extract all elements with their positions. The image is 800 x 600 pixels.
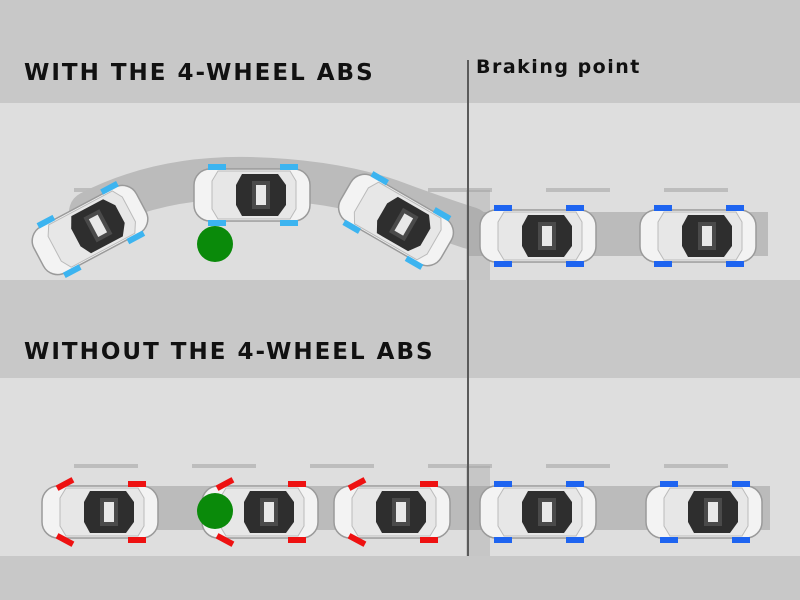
car-with-abs-4 [479,205,597,267]
tire-set [654,205,744,267]
car-with-abs-5 [639,205,757,267]
tire-set [660,481,750,543]
title-with-abs: WITH THE 4-WHEEL ABS [24,60,375,86]
car-without-abs-3 [333,477,451,547]
tire-set [36,181,146,279]
car-topview-icon [645,485,763,539]
car-topview-icon [333,485,451,539]
title-without-abs: WITHOUT THE 4-WHEEL ABS [24,339,435,365]
car-topview-icon [337,173,455,267]
lane-markings-bottom [74,464,728,468]
car-without-abs-5 [645,481,763,543]
car-topview-icon [41,485,159,539]
car-with-abs-1 [31,181,149,279]
car-topview-icon [479,209,597,263]
tire-set [215,477,306,547]
car-topview-icon [479,485,597,539]
tire-set [55,477,146,547]
tire-set [347,477,438,547]
braking-point-label: Braking point [476,56,641,78]
car-topview-icon [193,168,311,222]
car-with-abs-2 [193,164,311,226]
tire-set [494,205,584,267]
car-without-abs-1 [41,477,159,547]
obstacle-top-icon [197,226,233,262]
car-without-abs-4 [479,481,597,543]
car-with-abs-3 [337,171,455,270]
car-topview-icon [31,184,149,276]
tire-set [342,171,452,270]
tire-set [494,481,584,543]
obstacle-bottom-icon [197,493,233,529]
car-topview-icon [639,209,757,263]
tire-set [208,164,298,226]
